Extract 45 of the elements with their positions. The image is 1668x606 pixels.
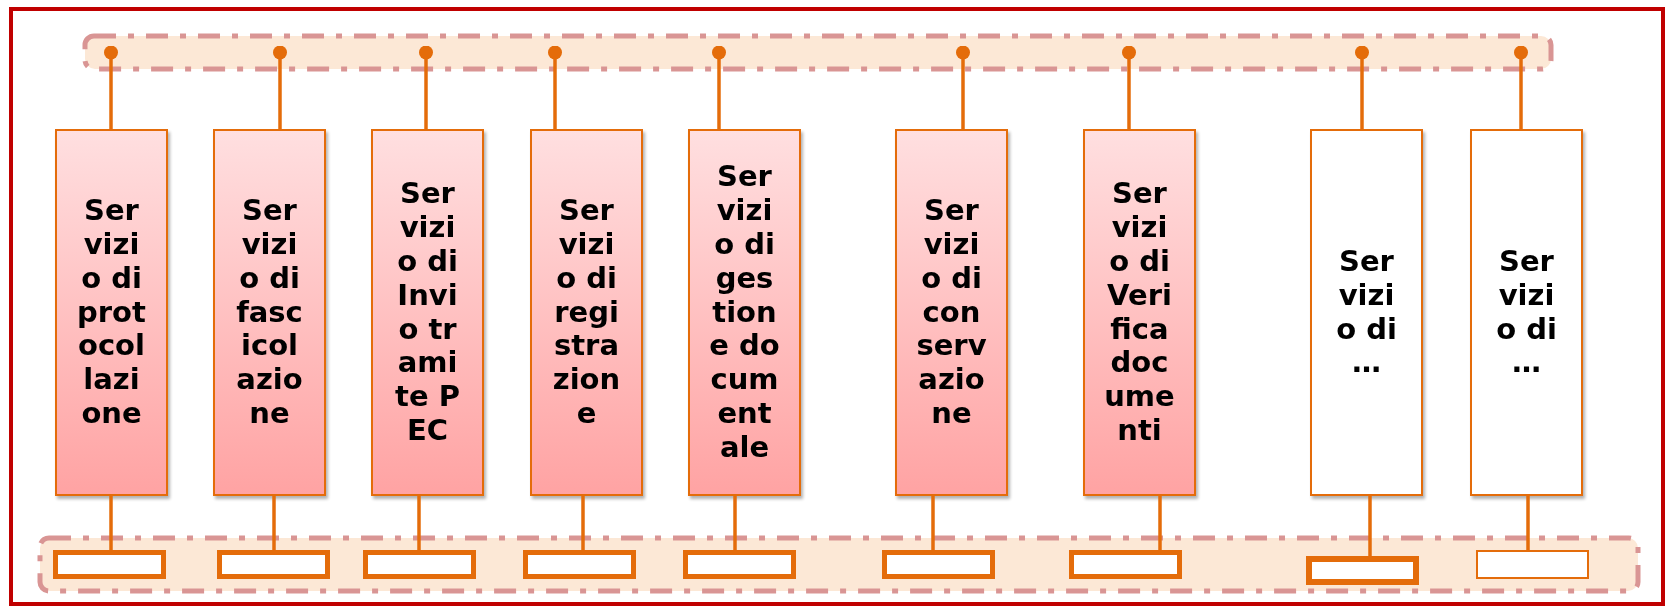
connector-line [417, 496, 421, 550]
connector-line [733, 496, 737, 550]
connector-line [1526, 496, 1530, 550]
small-box [683, 550, 796, 579]
service-box [55, 129, 168, 496]
small-box [53, 550, 166, 579]
service-label: Servizio di conservazione [916, 193, 987, 432]
connector-line [419, 45, 433, 129]
connector-line [1514, 45, 1528, 129]
connector-line [931, 496, 935, 550]
service-box [1310, 129, 1423, 496]
connector-line [581, 496, 585, 550]
connector-line [1122, 45, 1136, 129]
service-label: Servizio di … [1495, 244, 1558, 381]
service-box [895, 129, 1008, 496]
service-label: Servizio di protocollazione [76, 193, 147, 432]
connector-line [1158, 496, 1162, 550]
connector-line [712, 45, 726, 129]
small-box [1306, 556, 1419, 585]
service-box [688, 129, 801, 496]
service-label: Servizio di fascicolazione [235, 193, 304, 432]
service-label: Servizio di registrazione [551, 193, 622, 432]
small-box [882, 550, 995, 579]
service-box [1083, 129, 1196, 496]
service-box [1470, 129, 1583, 496]
connector-line [104, 45, 118, 129]
service-box [371, 129, 484, 496]
small-box [363, 550, 476, 579]
connector-line [1355, 45, 1369, 129]
connector-line [273, 45, 287, 129]
service-label: Servizio di … [1335, 244, 1398, 381]
small-box [1476, 550, 1589, 579]
service-label: Servizio di Verifica documenti [1104, 176, 1175, 449]
service-label: Servizio di gestione documentale [709, 159, 780, 466]
connector-line [956, 45, 970, 129]
connector-line [109, 496, 113, 550]
connector-line [272, 496, 276, 550]
service-label: Servizio di Invio tramite PEC [394, 176, 461, 449]
small-box [1069, 550, 1182, 579]
service-box [530, 129, 643, 496]
small-box [217, 550, 330, 579]
connector-line [548, 45, 562, 129]
connector-line [1368, 496, 1372, 556]
small-box [523, 550, 636, 579]
service-box [213, 129, 326, 496]
